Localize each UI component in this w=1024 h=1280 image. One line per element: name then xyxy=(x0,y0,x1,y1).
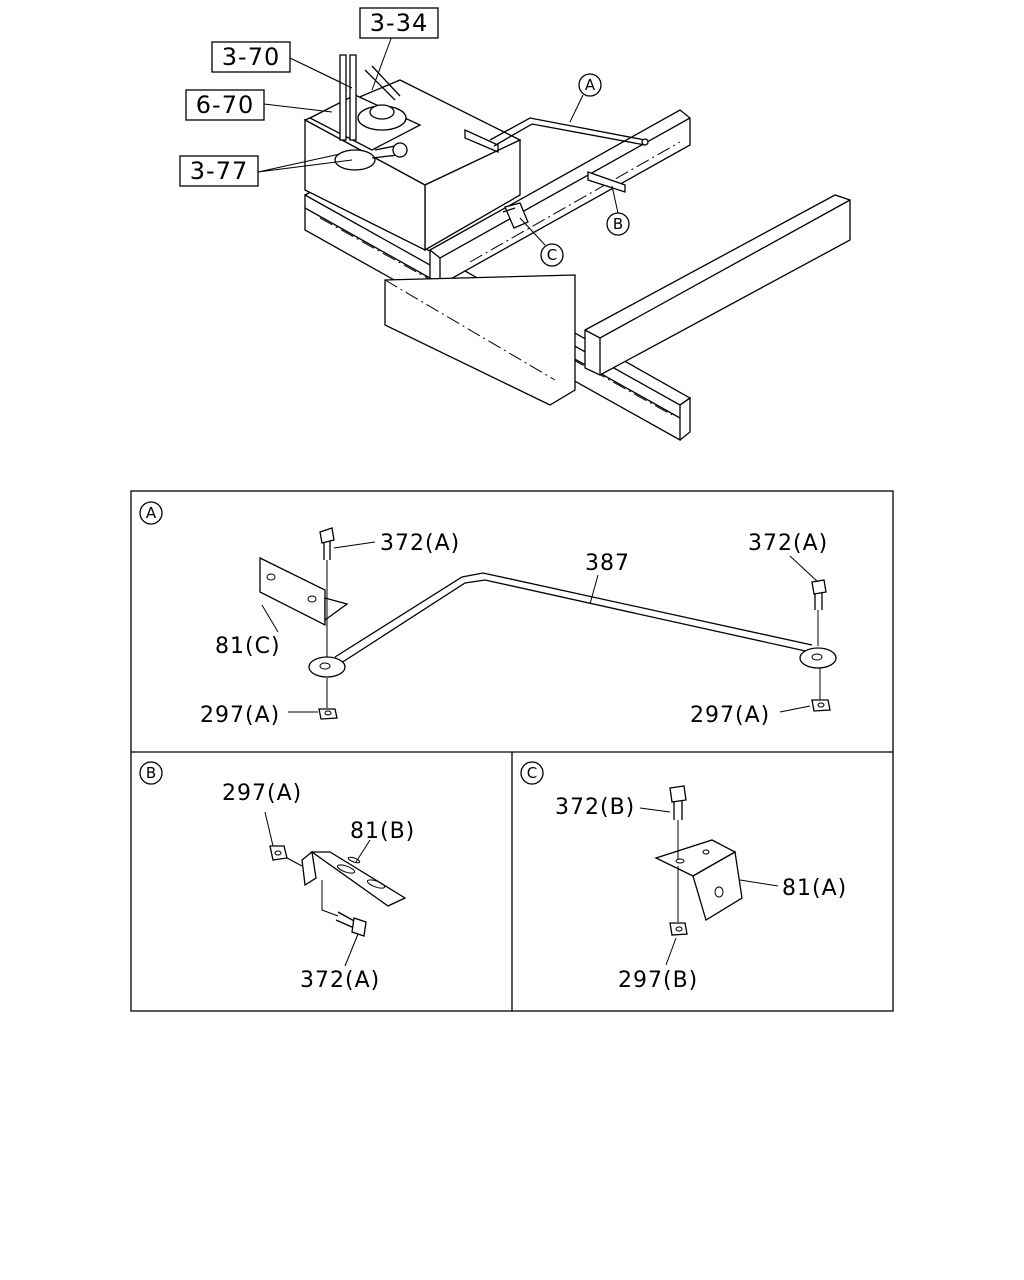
detail-frame xyxy=(130,490,894,1012)
svg-text:B: B xyxy=(146,764,156,782)
detail-a: A 372(A) xyxy=(139,501,837,728)
label-81a[interactable]: 81(A) xyxy=(782,876,847,901)
overview-drawing xyxy=(257,35,851,442)
ref-label-3-34[interactable]: 3-34 xyxy=(359,7,439,39)
svg-text:C: C xyxy=(527,764,537,782)
detail-c: C 372(B) 81(A) 297(B) xyxy=(520,761,847,993)
svg-text:6-70: 6-70 xyxy=(196,91,254,119)
ref-label-3-70[interactable]: 3-70 xyxy=(211,41,291,73)
label-372a-left[interactable]: 372(A) xyxy=(380,531,460,556)
label-81b[interactable]: 81(B) xyxy=(350,819,415,844)
ref-label-6-70[interactable]: 6-70 xyxy=(185,89,265,121)
callout-b[interactable]: B xyxy=(606,212,630,236)
callout-a[interactable]: A xyxy=(578,73,602,97)
label-372b[interactable]: 372(B) xyxy=(555,795,635,820)
svg-text:3-34: 3-34 xyxy=(370,9,428,37)
callout-c[interactable]: C xyxy=(540,243,564,267)
label-372a-right[interactable]: 372(A) xyxy=(748,531,828,556)
detail-c-tag: C xyxy=(520,761,544,785)
label-372a[interactable]: 372(A) xyxy=(300,968,380,993)
svg-text:3-77: 3-77 xyxy=(190,157,248,185)
label-297a-right[interactable]: 297(A) xyxy=(690,703,770,728)
detail-b: B 297(A) 81(B) 372(A) xyxy=(139,761,415,993)
label-297a-left[interactable]: 297(A) xyxy=(200,703,280,728)
label-81c[interactable]: 81(C) xyxy=(215,634,281,659)
svg-text:3-70: 3-70 xyxy=(222,43,280,71)
detail-b-tag: B xyxy=(139,761,163,785)
detail-a-tag: A xyxy=(139,501,163,525)
svg-text:A: A xyxy=(146,504,157,522)
label-297b[interactable]: 297(B) xyxy=(618,968,698,993)
label-297a[interactable]: 297(A) xyxy=(222,781,302,806)
svg-text:B: B xyxy=(613,215,623,233)
label-387[interactable]: 387 xyxy=(585,551,630,576)
svg-text:A: A xyxy=(585,76,596,94)
ref-label-3-77[interactable]: 3-77 xyxy=(179,155,259,187)
svg-text:C: C xyxy=(547,246,557,264)
